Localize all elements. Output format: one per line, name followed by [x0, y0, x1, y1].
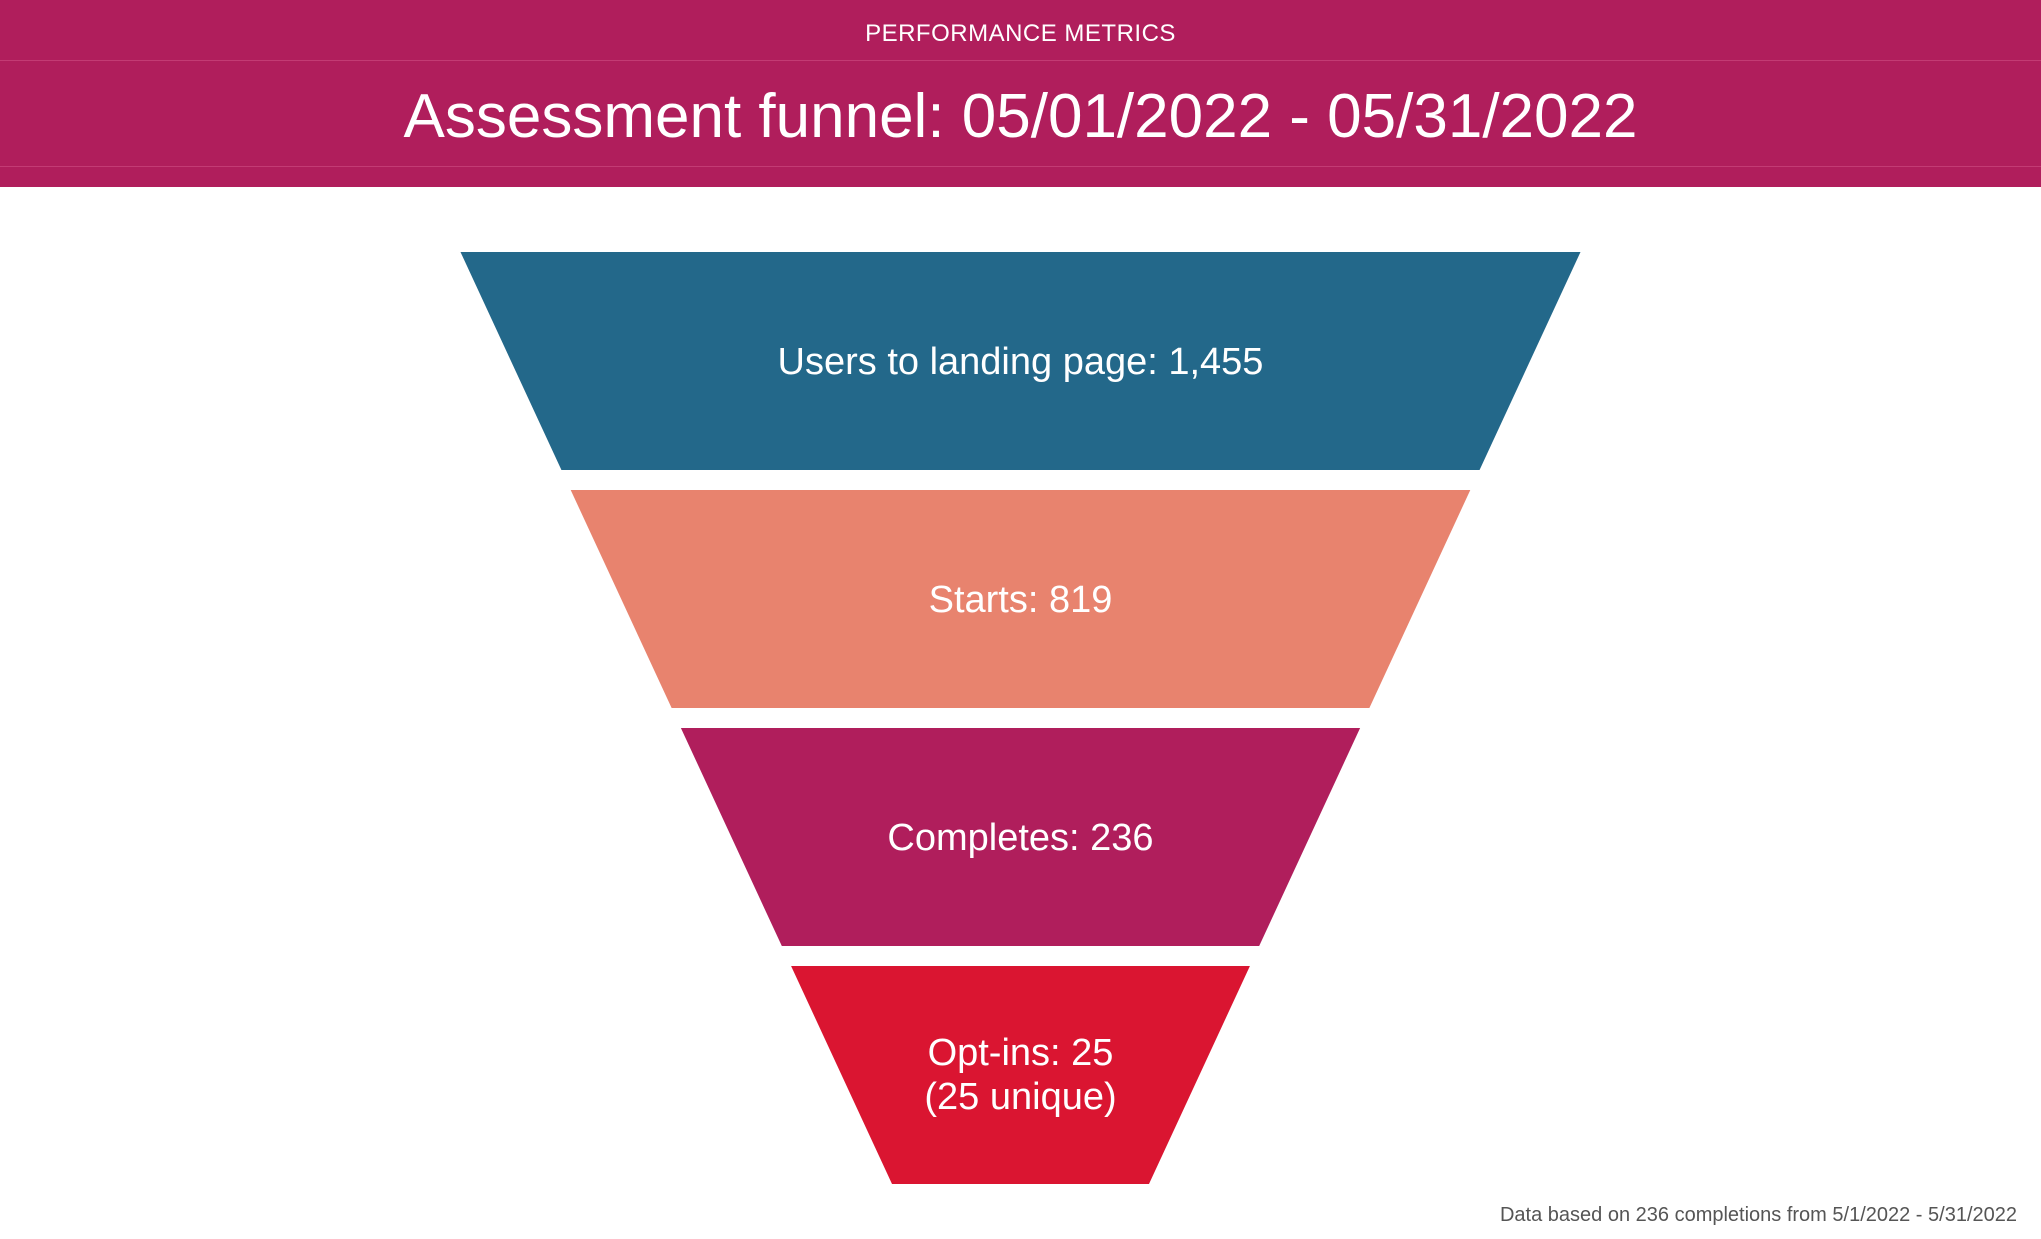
funnel-stage-1: [460, 252, 1581, 470]
funnel-stage-4-label: Opt-ins: 25(25 unique): [924, 1032, 1116, 1118]
funnel-stage-2-label: Starts: 819: [929, 579, 1113, 621]
funnel-stage-4: [791, 966, 1250, 1184]
header-subtitle-row: PERFORMANCE METRICS: [0, 0, 2041, 61]
funnel-stage-4-label-line: Opt-ins: 25: [928, 1032, 1114, 1074]
header-subtitle: PERFORMANCE METRICS: [865, 20, 1176, 47]
funnel-stage-3: [680, 728, 1361, 946]
funnel-stage-2: [570, 490, 1471, 708]
data-footnote: Data based on 236 completions from 5/1/2…: [1499, 1204, 2017, 1226]
header-title-row: Assessment funnel: 05/01/2022 - 05/31/20…: [0, 61, 2041, 167]
funnel-stage-1-label: Users to landing page: 1,455: [778, 341, 1264, 383]
funnel-stage-3-label: Completes: 236: [887, 817, 1153, 859]
funnel-stage-4-sublabel: (25 unique): [924, 1076, 1116, 1118]
page-title: Assessment funnel: 05/01/2022 - 05/31/20…: [403, 82, 1638, 151]
header-banner: PERFORMANCE METRICS Assessment funnel: 0…: [0, 0, 2041, 187]
